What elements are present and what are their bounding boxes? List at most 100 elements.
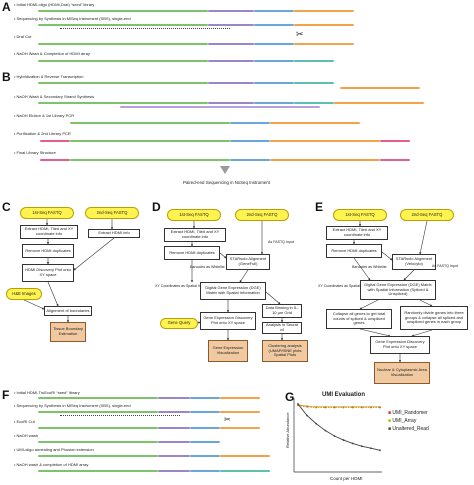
step-f-3-text: EcoRI Cut xyxy=(16,419,35,424)
strip-f-5-green xyxy=(38,455,158,457)
strip-f-2-purple xyxy=(158,411,190,413)
step-b-4: • Purification & 2nd Library PCR xyxy=(14,131,71,136)
step-f-6-text: NaOH wash & completion of HDMI array xyxy=(16,462,89,467)
c-fastq1: 1st-Seq FASTQ xyxy=(20,207,74,219)
e-visualization: Nuclear & Cytoplasmic Area Visualization xyxy=(374,362,430,384)
panel-letter-f: F xyxy=(2,388,10,402)
series-3-point-3 xyxy=(315,422,318,425)
step-b-4-text: Purification & 2nd Library PCR xyxy=(16,131,71,136)
strip-a-3-purple xyxy=(208,43,254,45)
step-a-3: • DraI Cut xyxy=(14,34,32,39)
strip-f-3-green xyxy=(38,427,158,429)
strip-f-2-orange xyxy=(220,411,260,413)
strip-a-1-orange xyxy=(294,10,354,12)
strip-b-4-green xyxy=(70,140,230,142)
series-3-point-8 xyxy=(360,445,363,448)
c-extract-right: Extract HDMI info xyxy=(88,229,140,238)
series-2-point-2 xyxy=(306,405,309,407)
strip-b-3-orange xyxy=(270,122,360,124)
d-starsolo: STARsolo Alignment (GeneFull) xyxy=(226,254,270,270)
series-line-1 xyxy=(297,405,380,408)
ticks-f-2 xyxy=(60,415,180,417)
step-a-1: • Initial HDMI-oligo (HDMI-DraI) “seed” … xyxy=(14,2,95,7)
series-3-point-1 xyxy=(297,403,299,405)
c-fastq2: 2nd-Seq FASTQ xyxy=(85,207,139,219)
strip-a-4-teal xyxy=(294,60,334,62)
strip-b-1-blue xyxy=(254,82,294,84)
panel-letter-d: D xyxy=(152,200,161,214)
legend-label-1: UMI_Randomer xyxy=(392,410,428,416)
series-2-point-6 xyxy=(342,405,345,408)
e-extract-left: Extract HDMI, Tile# and XY coordinate in… xyxy=(326,226,388,240)
strip-b-3-blue xyxy=(230,122,270,124)
e-fastq1: 1st-Seq FASTQ xyxy=(333,209,387,221)
strip-b-4-pink xyxy=(40,140,70,142)
legend-marker-3: ■ xyxy=(388,426,392,432)
strip-b-2-green xyxy=(38,102,208,104)
strip-b-2-blue xyxy=(254,102,294,104)
strip-b-1-teal xyxy=(294,82,334,84)
step-f-1: • Initial HDMI-TruEcoRI “seed” library xyxy=(14,390,80,395)
e-randomly: Randomly divide genes into three groups … xyxy=(400,306,468,330)
panel-letter-c: C xyxy=(2,200,11,214)
strip-f-1-purple xyxy=(158,397,190,399)
strip-f-5-blue xyxy=(190,455,220,457)
e-xy-label: XY Coordinates as Spatial Information xyxy=(318,284,379,288)
step-b-1-text: Hybridization & Reverse Transcription xyxy=(16,74,84,79)
e-as-fastq-label: As FASTQ Input xyxy=(432,264,458,268)
series-2-point-8 xyxy=(360,405,363,408)
series-2-point-5 xyxy=(333,405,336,408)
step-f-5-text: UMI-oligo annealing and Phusion extensio… xyxy=(16,447,94,452)
strip-a-2-green xyxy=(38,24,208,26)
d-binning: Data Binning in 5–10 µm Grid xyxy=(262,304,302,318)
c-alignment: Alignment of boundaries xyxy=(44,306,92,316)
strip-f-5-purple xyxy=(158,455,190,457)
d-xy-label: XY Coordinates as Spatial Information xyxy=(155,284,216,288)
chart-xlabel: Count per HDMI xyxy=(330,476,363,481)
strip-b-4-orange xyxy=(270,140,380,142)
step-f-2-text: Sequencing by Synthesis in MiSeq Instrum… xyxy=(16,403,131,408)
strip-b-4-blue xyxy=(230,140,270,142)
panel-letter-e: E xyxy=(315,200,324,214)
d-dge: Digital Gene Expression (DGE) Matrix wit… xyxy=(200,282,266,300)
strip-f-2-green xyxy=(38,411,158,413)
series-2-point-10 xyxy=(379,405,381,408)
strip-f-1-orange xyxy=(220,397,260,399)
series-line-2 xyxy=(297,404,380,408)
strip-b-2-teal xyxy=(294,102,334,104)
strip-a-4-green xyxy=(38,60,208,62)
arrow-b-down xyxy=(220,166,230,174)
legend-marker-1: ■ xyxy=(388,410,392,416)
legend-marker-2: ■ xyxy=(388,418,392,424)
legend-item-2: ■ UMI_Array xyxy=(388,418,416,424)
strip-b-5-pink-end xyxy=(380,159,410,161)
step-a-2-text: Sequencing by Synthesis in MiSeq Instrum… xyxy=(16,16,131,21)
d-clustering: Clustering analysis (UMAP/tSNE plots Spa… xyxy=(262,340,308,362)
series-2-point-9 xyxy=(369,405,372,408)
strip-f-1-green xyxy=(38,397,158,399)
step-f-1-text: Initial HDMI-TruEcoRI “seed” library xyxy=(16,390,80,395)
series-3-point-2 xyxy=(306,414,309,417)
step-a-4-text: NaOH Wash & Completion of HDMI array xyxy=(16,51,90,56)
d-visualization: Gene Expression Visualization xyxy=(208,340,248,362)
step-a-1-text: Initial HDMI-oligo (HDMI-DraI) “seed” li… xyxy=(16,2,95,7)
step-b-5: • Final Library Structure xyxy=(14,150,56,155)
step-f-3: • EcoRI Cut xyxy=(14,419,35,424)
scissors-icon: ✂ xyxy=(224,415,231,424)
step-f-4: • NaOH wash xyxy=(14,433,39,438)
e-gene-plot: Gene Expression Discovery Plot onto XY s… xyxy=(370,336,430,354)
strip-b-5-blue xyxy=(230,159,270,161)
strip-f-5-orange xyxy=(220,455,270,457)
e-collapse: Collapse all genes to get total counts o… xyxy=(326,309,392,329)
ticks-a-2 xyxy=(60,28,230,30)
strip-b-2-lilac xyxy=(120,106,320,108)
c-extract-left: Extract HDMI, Tile# and XY coordinate in… xyxy=(20,225,78,239)
legend-item-3: ■ Unaltered_Read xyxy=(388,426,429,432)
step-b-3: • NaOH Elution & 1st Library PCR xyxy=(14,113,75,118)
strip-a-3-green xyxy=(38,43,208,45)
strip-f-4-blue xyxy=(190,441,220,443)
strip-b-1-purple xyxy=(208,82,254,84)
panel-letter-g: G xyxy=(285,390,295,404)
strip-f-3-purple xyxy=(158,427,190,429)
series-3-point-6 xyxy=(342,439,345,441)
